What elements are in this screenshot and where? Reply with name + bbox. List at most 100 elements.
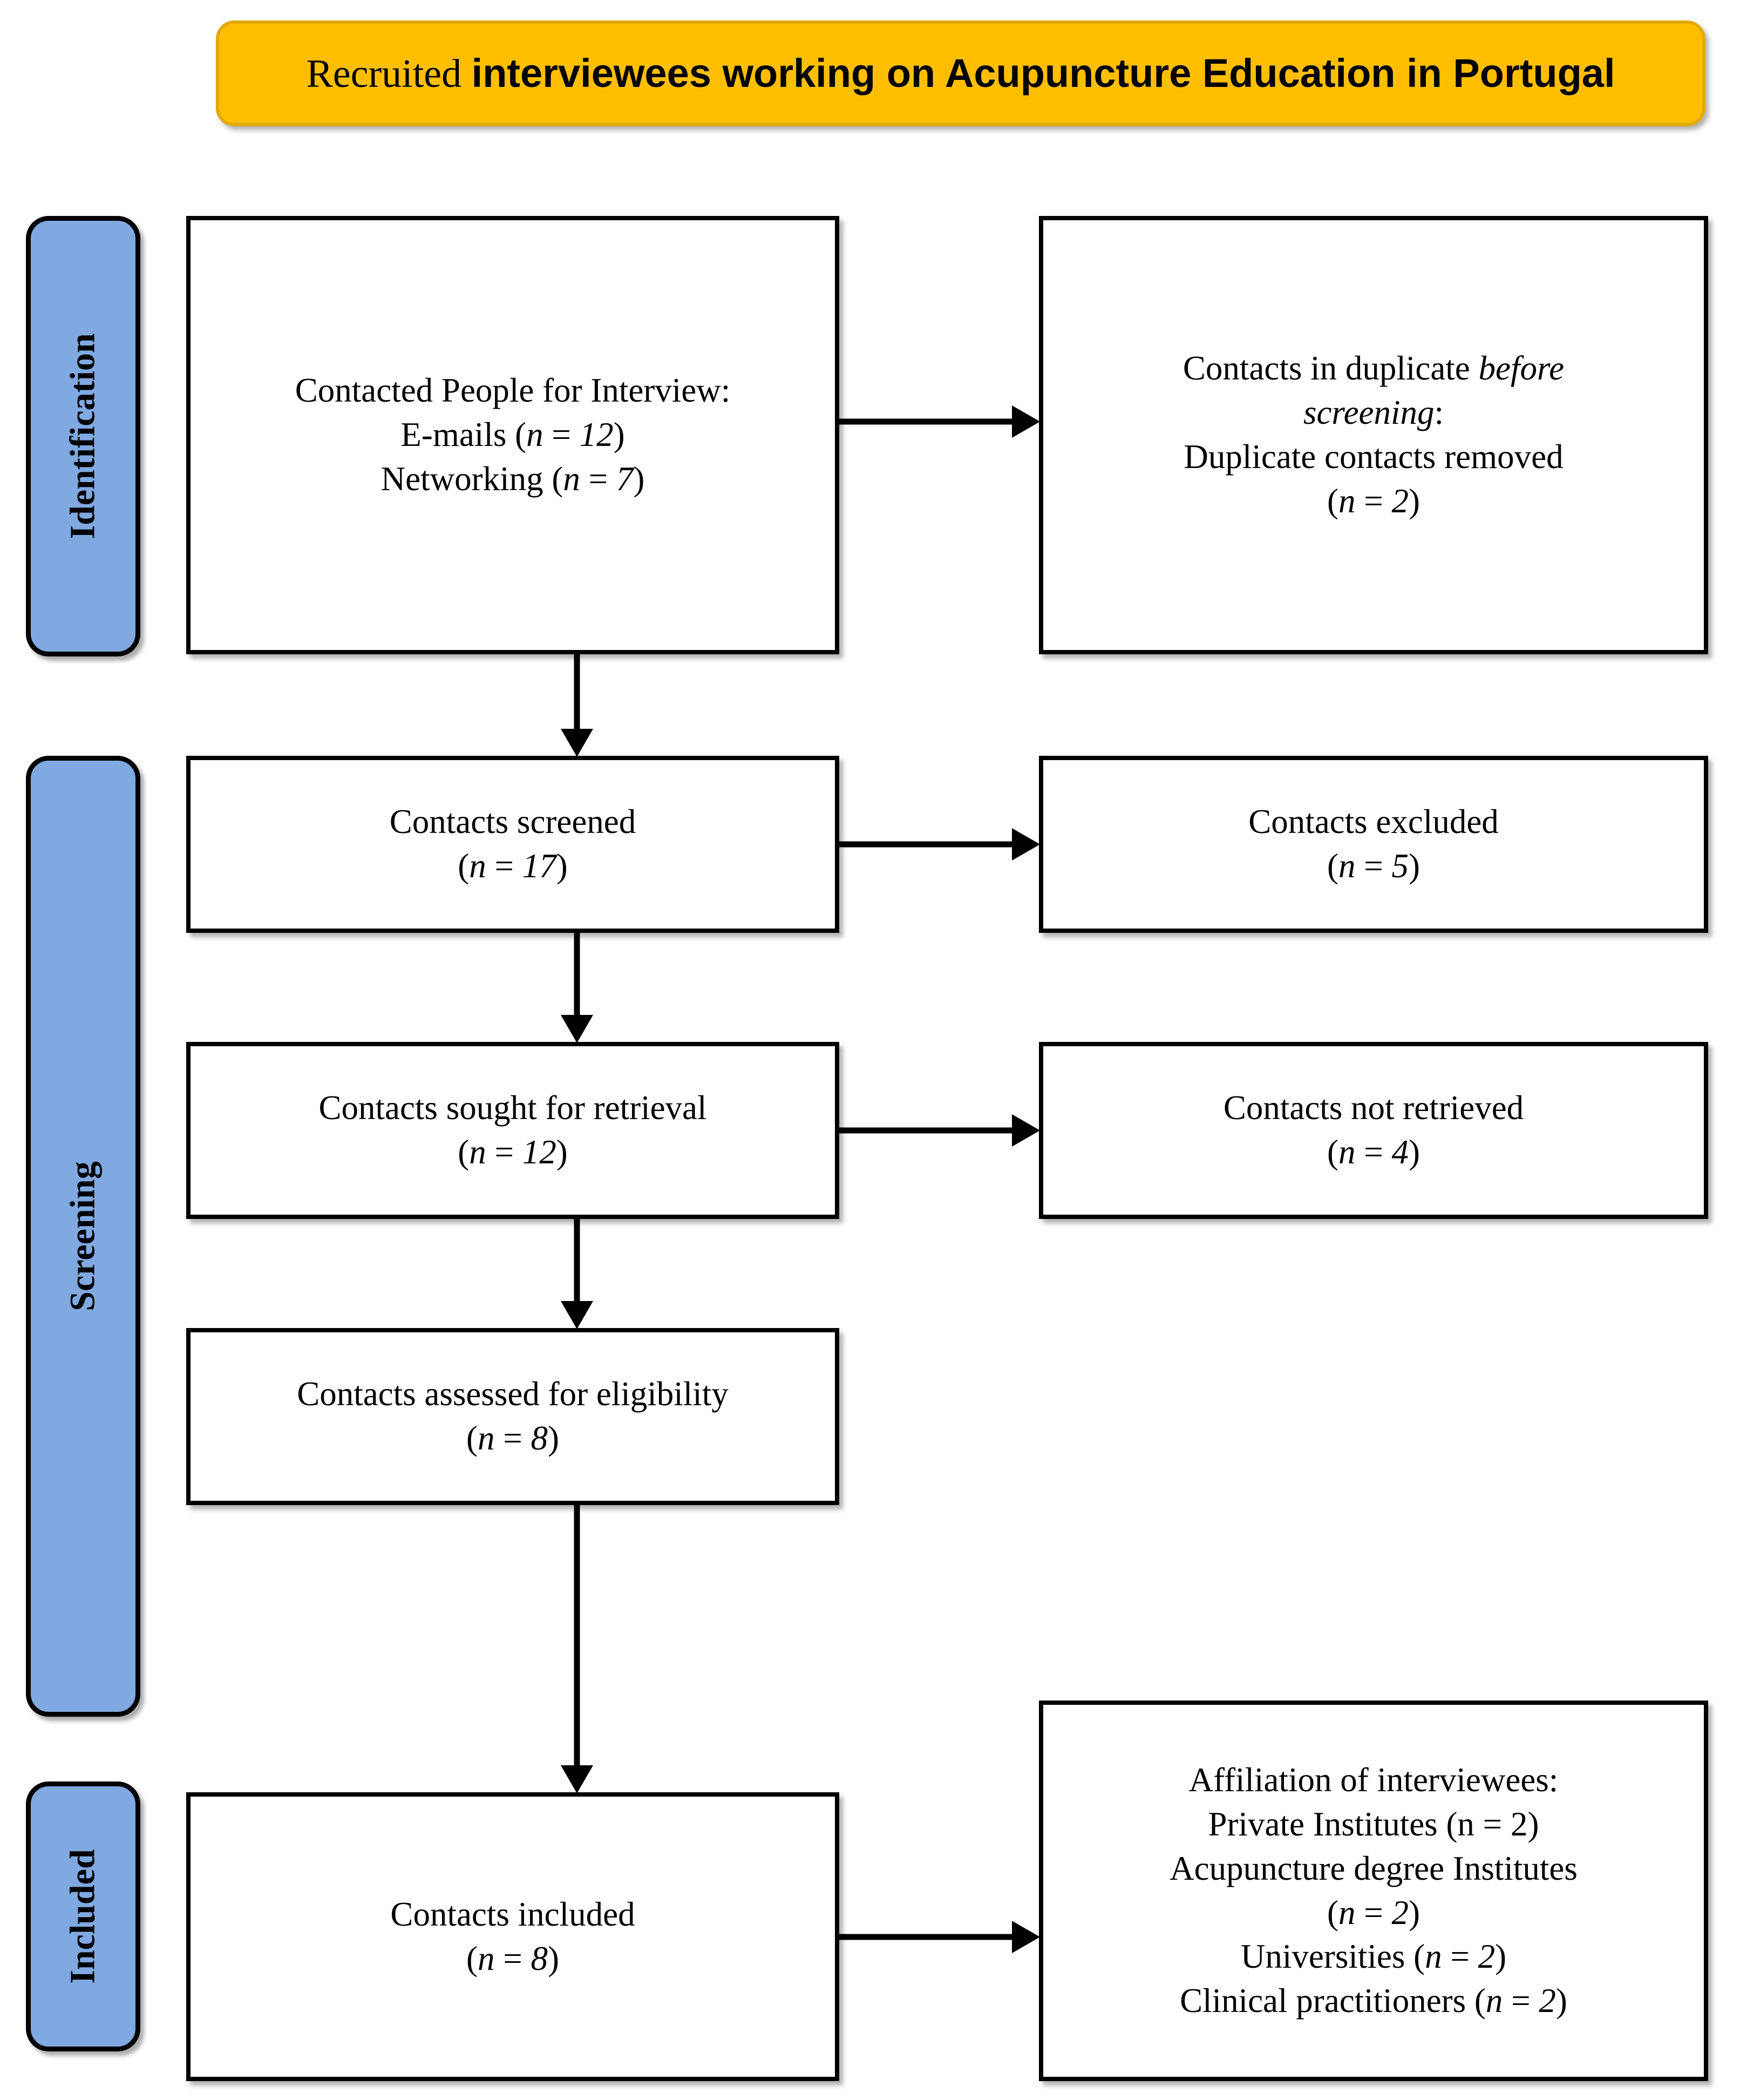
diagram-title-text: Recruited interviewees working on Acupun… [306, 53, 1615, 94]
screened-line-2-open: ( [458, 847, 470, 885]
arrow-sought-to-eligibility [560, 1219, 594, 1329]
included-line-2-value: 8 [531, 1939, 548, 1977]
contacted-line-3-label: Networking ( [380, 459, 563, 498]
duplicates-line-4-open: ( [1327, 482, 1338, 520]
eligibility-line-2-close: ) [548, 1419, 559, 1457]
duplicates-line-4-close: ) [1409, 482, 1420, 520]
duplicates-line-2-italic: screening [1303, 394, 1435, 432]
arrow-head-right-icon [1012, 828, 1040, 861]
included-line-2-n: n [477, 1939, 495, 1977]
included-line-2-eq: = [494, 1939, 531, 1977]
arrow-included-to-affiliation [839, 1920, 1040, 1954]
contacted-line-2-n: n [526, 416, 543, 454]
flow-box-contacts-excluded: Contacts excluded (n = 5) [1039, 756, 1708, 933]
arrow-sought-to-not-retrieved [839, 1114, 1040, 1147]
affiliation-line-1: Affiliation of interviewees: [1188, 1760, 1559, 1799]
excluded-line-2-n: n [1338, 847, 1356, 885]
flow-box-contacts-screened: Contacts screened (n = 17) [186, 756, 839, 933]
sought-line-2-n: n [469, 1133, 486, 1171]
screened-line-2-close: ) [556, 847, 568, 885]
phase-label-identification: Identification [63, 333, 103, 539]
flow-box-contacts-sought-text: Contacts sought for retrieval (n = 12) [304, 1086, 721, 1175]
duplicates-line-3: Duplicate contacts removed [1184, 438, 1564, 476]
excluded-line-2-open: ( [1327, 847, 1338, 885]
flow-box-duplicate-contacts: Contacts in duplicate before screening: … [1039, 216, 1708, 654]
flow-box-contacts-eligibility-text: Contacts assessed for eligibility (n = 8… [283, 1372, 743, 1461]
duplicates-line-4-eq: = [1355, 482, 1392, 520]
phase-chip-included: Included [26, 1781, 140, 2051]
affiliation-line-5-label: Universities ( [1240, 1938, 1425, 1976]
flow-box-contacts-screened-text: Contacts screened (n = 17) [376, 800, 650, 889]
sought-line-1: Contacts sought for retrieval [318, 1089, 707, 1127]
sought-line-2-eq: = [486, 1133, 522, 1171]
sought-line-2-open: ( [458, 1133, 470, 1171]
screened-line-1: Contacts screened [389, 803, 636, 841]
arrow-shaft [574, 1219, 580, 1308]
flow-box-affiliation: Affiliation of interviewees: Private Ins… [1039, 1701, 1708, 2081]
flow-box-affiliation-text: Affiliation of interviewees: Private Ins… [1156, 1758, 1592, 2023]
arrow-shaft [574, 654, 580, 735]
excluded-line-2-close: ) [1409, 847, 1420, 885]
phase-label-screening: Screening [63, 1161, 103, 1311]
affiliation-line-6-value: 2 [1539, 1982, 1556, 2020]
arrow-head-down-icon [561, 1301, 593, 1329]
affiliation-line-2: Private Institutes (n = 2) [1208, 1805, 1539, 1843]
flow-box-contacts-eligibility: Contacts assessed for eligibility (n = 8… [186, 1328, 839, 1505]
affiliation-line-4-eq: = [1355, 1893, 1392, 1932]
affiliation-line-4-value: 2 [1391, 1893, 1409, 1932]
notretrieved-line-2-open: ( [1327, 1133, 1338, 1171]
contacted-line-2-close: ) [613, 416, 625, 454]
sought-line-2-close: ) [556, 1133, 568, 1171]
arrow-contacted-to-screened [560, 654, 594, 757]
flow-box-contacts-not-retrieved-text: Contacts not retrieved (n = 4) [1209, 1086, 1538, 1175]
flow-box-contacts-included: Contacts included (n = 8) [186, 1792, 839, 2081]
excluded-line-2-eq: = [1355, 847, 1392, 885]
arrow-head-down-icon [561, 729, 593, 757]
duplicates-line-4-n: n [1338, 482, 1356, 520]
contacted-line-2-label: E-mails ( [400, 416, 527, 454]
included-line-2-close: ) [548, 1939, 559, 1977]
contacted-line-2-eq: = [543, 416, 580, 454]
affiliation-line-6-eq: = [1503, 1982, 1539, 2020]
contacted-line-3-close: ) [633, 459, 645, 498]
flow-box-contacts-not-retrieved: Contacts not retrieved (n = 4) [1039, 1042, 1708, 1219]
screened-line-2-n: n [469, 847, 486, 885]
arrow-shaft [839, 1127, 1017, 1134]
duplicates-line-1-plain: Contacts in duplicate [1182, 349, 1479, 388]
notretrieved-line-2-n: n [1338, 1133, 1356, 1171]
contacted-line-1: Contacted People for Interview: [295, 371, 731, 410]
arrow-shaft [839, 841, 1017, 848]
flow-box-duplicate-contacts-text: Contacts in duplicate before screening: … [1169, 347, 1578, 524]
notretrieved-line-2-eq: = [1355, 1133, 1392, 1171]
contacted-line-3-eq: = [580, 459, 616, 498]
diagram-title-banner: Recruited interviewees working on Acupun… [216, 21, 1705, 126]
contacted-line-2-value: 12 [579, 416, 614, 454]
duplicates-line-2-plain: : [1434, 394, 1444, 432]
affiliation-line-5-close: ) [1495, 1938, 1507, 1976]
notretrieved-line-1: Contacts not retrieved [1223, 1089, 1524, 1127]
arrow-shaft [839, 1934, 1017, 1940]
flow-box-contacted-people: Contacted People for Interview: E-mails … [186, 216, 839, 654]
flow-box-contacts-excluded-text: Contacts excluded (n = 5) [1234, 800, 1513, 889]
flow-box-contacted-people-text: Contacted People for Interview: E-mails … [281, 369, 744, 502]
flow-box-contacts-sought: Contacts sought for retrieval (n = 12) [186, 1042, 839, 1219]
arrow-shaft [839, 418, 1017, 425]
contacted-line-3-value: 7 [616, 459, 634, 498]
affiliation-line-5-value: 2 [1478, 1938, 1496, 1976]
eligibility-line-2-value: 8 [531, 1419, 548, 1457]
arrow-eligibility-to-included [560, 1505, 594, 1793]
affiliation-line-5-n: n [1425, 1938, 1442, 1976]
arrow-head-right-icon [1012, 1114, 1040, 1147]
included-line-1: Contacts included [390, 1895, 635, 1933]
affiliation-line-4-open: ( [1327, 1893, 1338, 1932]
flow-box-contacts-included-text: Contacts included (n = 8) [376, 1893, 649, 1981]
arrow-shaft [574, 1505, 580, 1772]
arrow-screened-to-sought [560, 933, 594, 1043]
contacted-line-3-n: n [563, 459, 580, 498]
arrow-screened-to-excluded [839, 828, 1040, 861]
eligibility-line-2-n: n [477, 1419, 495, 1457]
duplicates-line-1-italic: before [1478, 349, 1565, 388]
title-serif-prefix: Recruited [306, 51, 472, 96]
arrow-head-down-icon [561, 1015, 593, 1043]
